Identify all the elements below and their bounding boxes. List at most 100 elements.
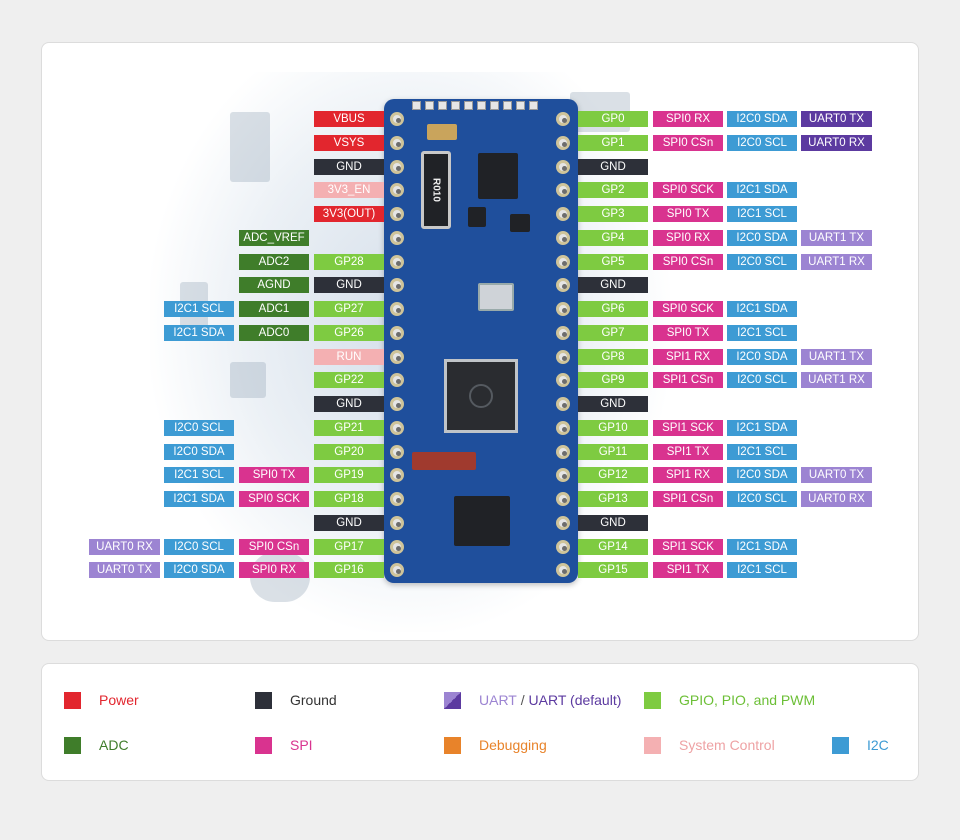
top-pad (451, 101, 460, 110)
pin-label-i2c0-scl: I2C0 SCL (727, 135, 797, 151)
pin-label-gp12: GP12 (578, 467, 648, 483)
pin-label-uart0-rx: UART0 RX (801, 491, 872, 507)
pin-label-uart1-tx: UART1 TX (801, 230, 872, 246)
pin-label-gp9: GP9 (578, 372, 648, 388)
pin-hole (556, 563, 570, 577)
pin-hole (390, 540, 404, 554)
pin-label-i2c0-sda: I2C0 SDA (727, 230, 797, 246)
pin-hole (556, 326, 570, 340)
legend-gpio-label: GPIO, PIO, and PWM (679, 692, 816, 708)
legend-adc-swatch (64, 736, 81, 754)
pin-label-gp28: GP28 (314, 254, 384, 270)
pin-label-gnd: GND (578, 515, 648, 531)
pin-label-gp16: GP16 (314, 562, 384, 578)
pin-label-gp10: GP10 (578, 420, 648, 436)
pin-label-gp14: GP14 (578, 539, 648, 555)
legend-uart-label: UART (479, 692, 517, 708)
pin-label-uart0-tx: UART0 TX (89, 562, 160, 578)
pin-label-i2c0-scl: I2C0 SCL (727, 372, 797, 388)
resistor-component: R010 (421, 151, 451, 229)
pin-hole (390, 563, 404, 577)
pin-hole (556, 540, 570, 554)
flash-chip (454, 496, 510, 546)
pin-hole (390, 231, 404, 245)
pin-label-i2c0-scl: I2C0 SCL (727, 254, 797, 270)
pin-hole (556, 112, 570, 126)
pin-label-gp17: GP17 (314, 539, 384, 555)
crystal-component (478, 283, 514, 311)
pin-label-i2c1-sda: I2C1 SDA (727, 420, 797, 436)
pin-hole (556, 445, 570, 459)
resistor-array (412, 452, 476, 470)
pin-label-i2c1-sda: I2C1 SDA (727, 182, 797, 198)
pin-label-i2c0-scl: I2C0 SCL (164, 539, 234, 555)
pin-label-gnd: GND (578, 159, 648, 175)
pin-label-gp0: GP0 (578, 111, 648, 127)
legend-power-swatch (64, 691, 81, 709)
transistor-component (510, 214, 530, 232)
pin-label-adc2: ADC2 (239, 254, 309, 270)
legend-uart-default-label: UART (default) (528, 692, 622, 708)
pin-label-spi0-rx: SPI0 RX (653, 230, 723, 246)
legend-sys-swatch (644, 736, 661, 754)
legend-adc-label: ADC (99, 737, 129, 753)
pin-label-spi0-sck: SPI0 SCK (239, 491, 309, 507)
pin-hole (556, 468, 570, 482)
pin-label-3v3-out: 3V3(OUT) (314, 206, 384, 222)
pin-label-gp6: GP6 (578, 301, 648, 317)
pin-label-i2c0-scl: I2C0 SCL (727, 491, 797, 507)
legend-gpio: GPIO, PIO, and PWM (644, 691, 815, 709)
pin-hole (390, 445, 404, 459)
pin-hole (556, 255, 570, 269)
pin-label-spi0-csn: SPI0 CSn (653, 254, 723, 270)
top-pad (503, 101, 512, 110)
legend-power: Power (64, 691, 139, 709)
pin-label-i2c1-scl: I2C1 SCL (727, 325, 797, 341)
pin-label-i2c1-sda: I2C1 SDA (164, 325, 234, 341)
pin-label-gp19: GP19 (314, 467, 384, 483)
legend-ground: Ground (255, 691, 337, 709)
legend-power-label: Power (99, 692, 139, 708)
pin-label-gp7: GP7 (578, 325, 648, 341)
pin-label-gnd: GND (314, 159, 384, 175)
top-pad (529, 101, 538, 110)
pin-label-spi1-tx: SPI1 TX (653, 562, 723, 578)
pin-label-3v3-en: 3V3_EN (314, 182, 384, 198)
pin-hole (556, 207, 570, 221)
pin-label-adc0: ADC0 (239, 325, 309, 341)
pin-label-i2c0-sda: I2C0 SDA (727, 467, 797, 483)
pin-hole (390, 326, 404, 340)
pin-hole (390, 397, 404, 411)
pin-label-uart1-tx: UART1 TX (801, 349, 872, 365)
pin-label-gnd: GND (314, 277, 384, 293)
pin-hole (556, 231, 570, 245)
pin-label-adc-vref: ADC_VREF (239, 230, 309, 246)
pin-hole (390, 207, 404, 221)
top-pad (425, 101, 434, 110)
pin-label-spi1-csn: SPI1 CSn (653, 372, 723, 388)
pin-label-spi0-rx: SPI0 RX (239, 562, 309, 578)
pin-label-uart0-tx: UART0 TX (801, 467, 872, 483)
pin-hole (390, 136, 404, 150)
pin-label-gnd: GND (578, 277, 648, 293)
pin-label-vsys: VSYS (314, 135, 384, 151)
legend-ground-label: Ground (290, 692, 337, 708)
pin-label-gp27: GP27 (314, 301, 384, 317)
pin-label-gp21: GP21 (314, 420, 384, 436)
legend-spi-swatch (255, 736, 272, 754)
top-pad (477, 101, 486, 110)
pin-hole (390, 160, 404, 174)
pin-hole (390, 373, 404, 387)
transistor-component (468, 207, 486, 227)
capacitor-component (427, 124, 457, 140)
pin-label-gp26: GP26 (314, 325, 384, 341)
legend-sys-label: System Control (679, 737, 775, 753)
pin-label-gp18: GP18 (314, 491, 384, 507)
pin-label-vbus: VBUS (314, 111, 384, 127)
pin-label-gp11: GP11 (578, 444, 648, 460)
pin-hole (390, 183, 404, 197)
pin-label-uart0-tx: UART0 TX (801, 111, 872, 127)
legend-spi-label: SPI (290, 737, 313, 753)
legend-debug: Debugging (444, 736, 547, 754)
pin-hole (390, 516, 404, 530)
